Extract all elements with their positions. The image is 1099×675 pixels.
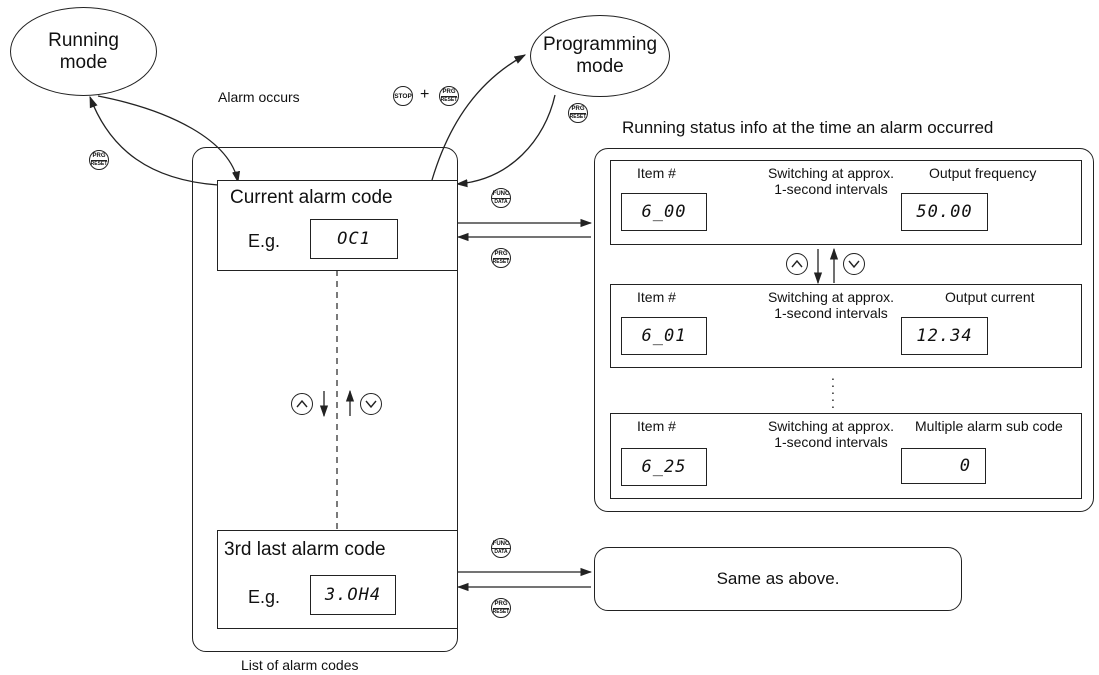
down-key-icon bbox=[360, 393, 382, 415]
value-label: Output current bbox=[945, 289, 1035, 305]
alarm-occurs-label: Alarm occurs bbox=[218, 89, 300, 105]
up-key-icon bbox=[291, 393, 313, 415]
value-display: 0 bbox=[901, 448, 986, 484]
item-display: 6_01 bbox=[621, 317, 707, 355]
item-display: 6_25 bbox=[621, 448, 707, 486]
alarm-code-list-panel bbox=[192, 147, 458, 652]
value-display: 50.00 bbox=[901, 193, 988, 231]
current-alarm-title: Current alarm code bbox=[230, 187, 393, 208]
down-key-icon bbox=[843, 253, 865, 275]
switching-note: Switching at approx.1-second intervals bbox=[767, 418, 895, 450]
alarm-list-caption: List of alarm codes bbox=[241, 657, 359, 673]
programming-mode-label-1: Programming bbox=[542, 34, 658, 55]
alarm-code-display: 3.OH4 bbox=[310, 575, 396, 615]
value-display: 12.34 bbox=[901, 317, 988, 355]
plus-sign: + bbox=[420, 86, 430, 103]
from-programming-arrow bbox=[455, 94, 556, 188]
switching-note: Switching at approx.1-second intervals bbox=[767, 289, 895, 321]
to-programming-arrow bbox=[431, 54, 527, 181]
item-label: Item # bbox=[637, 418, 676, 434]
eg-label: E.g. bbox=[248, 587, 281, 607]
status-row-box: Item # 6_00 Switching at approx.1-second… bbox=[610, 160, 1082, 245]
alarm-code-display: OC1 bbox=[310, 219, 398, 259]
item-display: 6_00 bbox=[621, 193, 707, 231]
value-label: Output frequency bbox=[929, 165, 1037, 181]
running-mode-label-1: Running bbox=[48, 29, 119, 51]
status-row-box: Item # 6_25 Switching at approx.1-second… bbox=[610, 413, 1082, 499]
current-alarm-box: Current alarm code E.g. OC1 bbox=[217, 180, 458, 271]
status-row-box: Item # 6_01 Switching at approx.1-second… bbox=[610, 284, 1082, 368]
same-as-above-box: Same as above. bbox=[594, 547, 962, 611]
third-last-alarm-box: 3rd last alarm code E.g. 3.OH4 bbox=[217, 530, 458, 629]
value-label: Multiple alarm sub code bbox=[915, 418, 1063, 434]
alarm-occurs-arrow bbox=[97, 95, 241, 184]
item-label: Item # bbox=[637, 289, 676, 305]
running-status-panel bbox=[594, 148, 1094, 512]
switching-note: Switching at approx.1-second intervals bbox=[767, 165, 895, 197]
stop-key-icon: STOP bbox=[393, 86, 413, 106]
status-info-heading: Running status info at the time an alarm… bbox=[622, 118, 994, 137]
ellipsis-dots: ..... bbox=[831, 367, 835, 411]
running-mode-label-2: mode bbox=[59, 51, 108, 73]
up-key-icon bbox=[786, 253, 808, 275]
eg-label: E.g. bbox=[248, 231, 281, 251]
return-to-running-arrow bbox=[89, 95, 219, 186]
programming-mode-label-2: mode bbox=[576, 56, 624, 77]
third-last-alarm-title: 3rd last alarm code bbox=[224, 539, 386, 560]
item-label: Item # bbox=[637, 165, 676, 181]
